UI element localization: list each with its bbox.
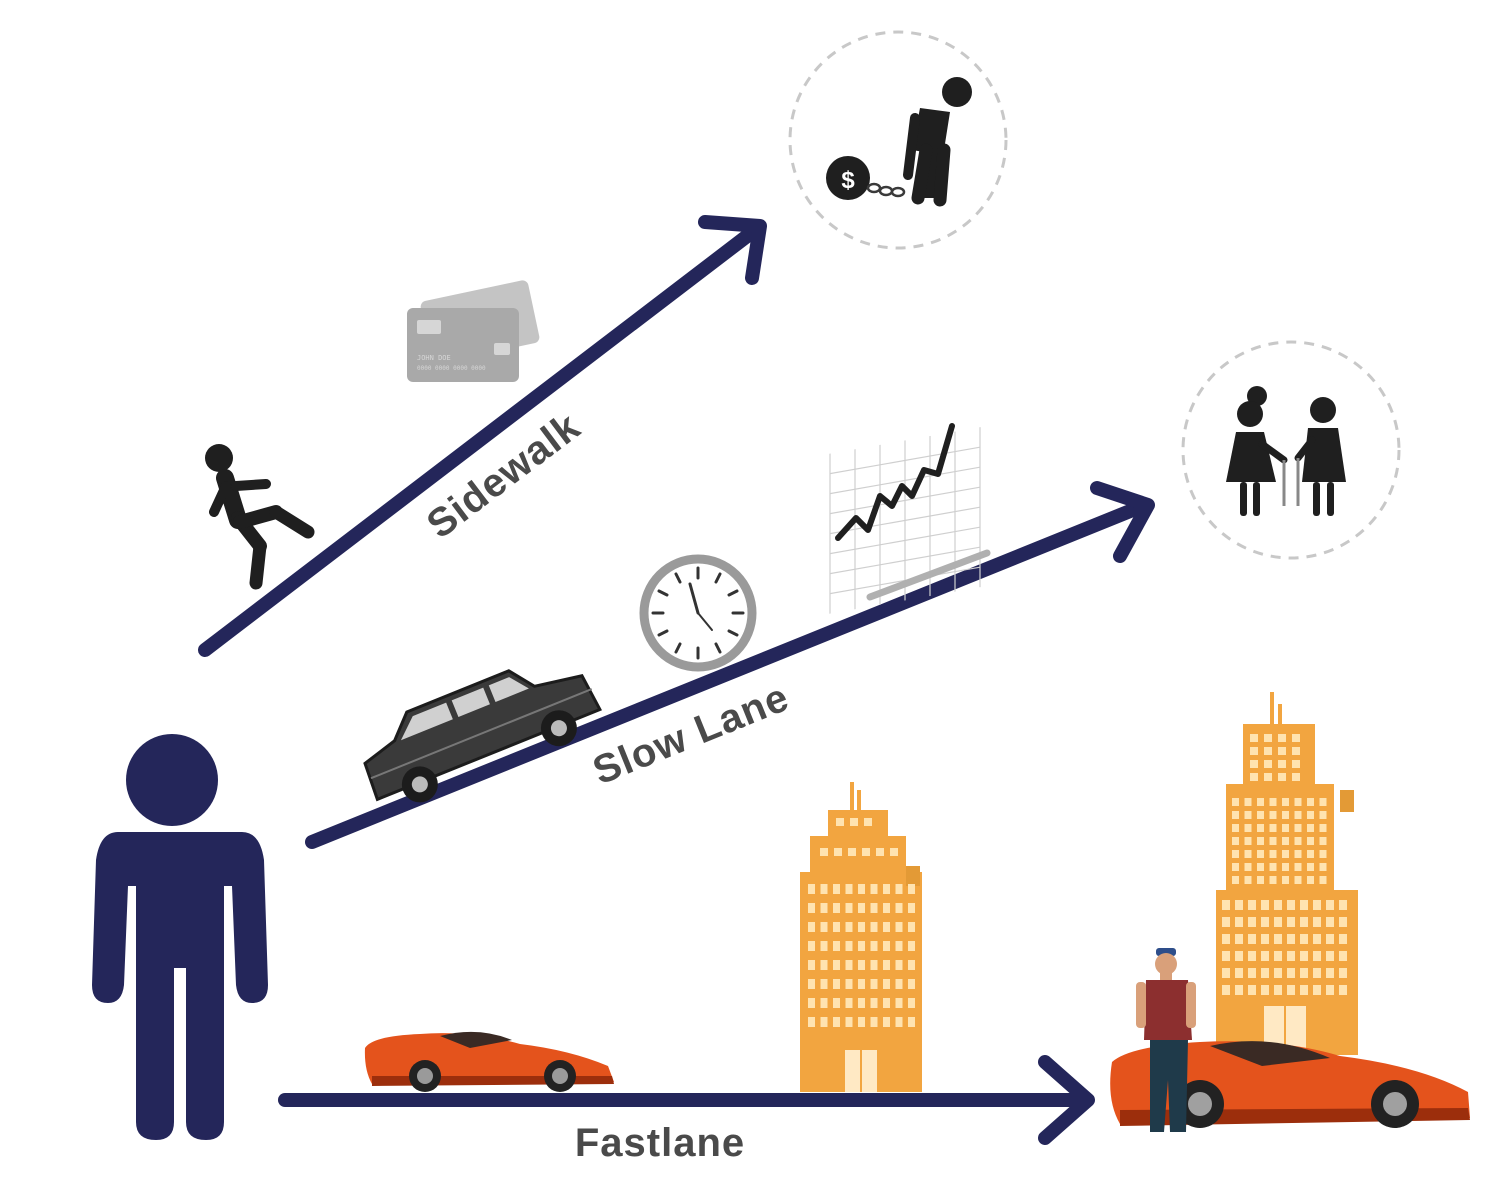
tall-building-icon <box>1216 692 1358 1055</box>
card-number-text: 0000 0000 0000 0000 <box>417 365 486 372</box>
luxury-car-icon <box>1110 1041 1470 1128</box>
dollar-symbol: $ <box>841 167 855 194</box>
retirement-outcome-circle <box>1181 340 1401 560</box>
sidewalk-arrow <box>198 215 767 657</box>
chained-man-icon: $ <box>826 77 972 207</box>
starting-person-icon <box>92 734 268 1140</box>
fastlane-arrow <box>278 1055 1095 1145</box>
station-wagon-icon <box>363 669 603 803</box>
successful-man-icon <box>1136 948 1196 1132</box>
credit-cards-icon: JOHN DOE 0000 0000 0000 0000 <box>407 280 540 382</box>
sports-car-icon <box>364 1031 614 1092</box>
office-building-icon <box>800 782 922 1092</box>
fastlane-label: Fastlane <box>575 1121 745 1165</box>
clock-icon <box>639 554 757 672</box>
walking-man-icon <box>205 444 315 590</box>
card-name-text: JOHN DOE <box>417 354 451 362</box>
slow-lane-arrow <box>305 481 1155 849</box>
stock-chart-icon <box>829 423 991 614</box>
elderly-couple-icon <box>1226 386 1346 516</box>
debt-outcome-circle <box>788 30 1008 250</box>
